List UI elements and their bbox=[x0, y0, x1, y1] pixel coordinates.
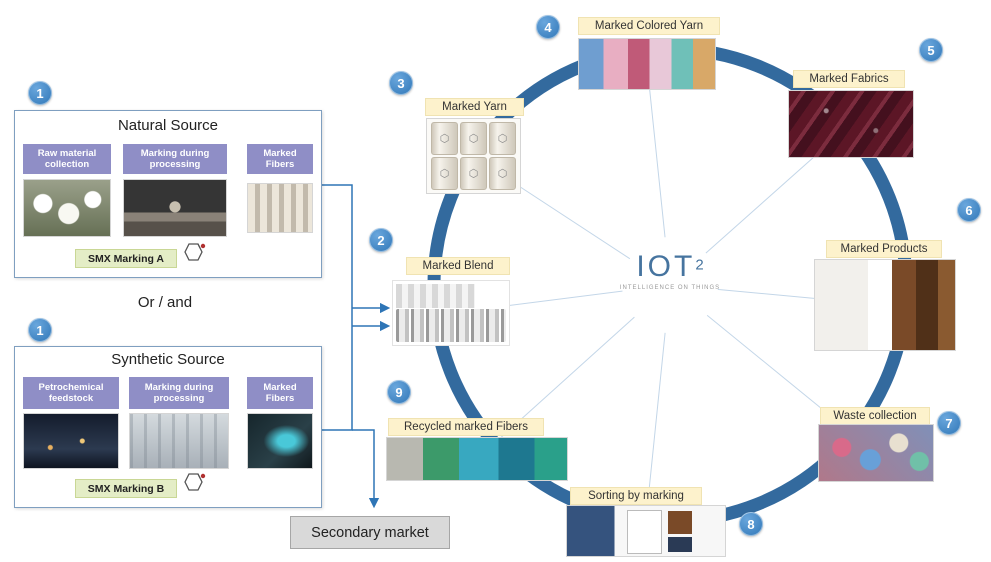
petrochemical-photo bbox=[23, 413, 119, 469]
step-raw-material: Raw material collection bbox=[23, 144, 111, 174]
secondary-market-arrow bbox=[352, 429, 380, 509]
center-mask bbox=[622, 237, 718, 333]
sorted-shorts-art bbox=[668, 536, 692, 552]
yarn-spools: ⬡ ⬡ ⬡ ⬡ ⬡ ⬡ bbox=[427, 119, 520, 193]
marked-colored-yarn-photo bbox=[578, 38, 716, 90]
node-label-waste-collection: Waste collection bbox=[820, 407, 930, 425]
step-synthetic-marked-fibers: Marked Fibers bbox=[247, 377, 313, 409]
node-label-sorting: Sorting by marking bbox=[570, 487, 702, 505]
natural-fibers-photo bbox=[247, 183, 313, 233]
node-label-recycled-fibers: Recycled marked Fibers bbox=[388, 418, 544, 436]
node-label-marked-yarn: Marked Yarn bbox=[425, 98, 524, 116]
natural-source-box: Natural Source Raw material collection M… bbox=[14, 110, 322, 278]
or-and-text: Or / and bbox=[137, 294, 193, 311]
yarn-spool-molecule-icon: ⬡ bbox=[489, 122, 516, 155]
source-connector-line bbox=[322, 184, 353, 431]
node-label-marked-fabrics: Marked Fabrics bbox=[793, 70, 905, 88]
step-natural-marking: Marking during processing bbox=[123, 144, 227, 174]
node-number-recycled-fibers: 9 bbox=[387, 380, 411, 404]
node-number-marked-products: 6 bbox=[957, 198, 981, 222]
sorted-dress-art bbox=[627, 510, 663, 554]
synthetic-source-title: Synthetic Source bbox=[111, 351, 225, 368]
step-natural-marked-fibers: Marked Fibers bbox=[247, 144, 313, 174]
iot2-logo: IOT2 INTELLIGENCE ON THINGS bbox=[600, 250, 740, 291]
step-petrochemical: Petrochemical feedstock bbox=[23, 377, 119, 409]
secondary-market-box: Secondary market bbox=[290, 516, 450, 549]
node-number-marked-colored-yarn: 4 bbox=[536, 15, 560, 39]
marked-blend-photo bbox=[392, 280, 510, 346]
node-label-marked-blend: Marked Blend bbox=[406, 257, 510, 275]
yarn-spool-molecule-icon: ⬡ bbox=[489, 157, 516, 190]
yarn-spool-molecule-icon: ⬡ bbox=[460, 157, 487, 190]
synthetic-fibers-photo bbox=[247, 413, 313, 469]
iot2-logo-text: IOT bbox=[636, 250, 696, 283]
yarn-spool-molecule-icon: ⬡ bbox=[460, 122, 487, 155]
node-label-marked-products: Marked Products bbox=[826, 240, 942, 258]
node-number-marked-yarn: 3 bbox=[389, 71, 413, 95]
synthetic-source-box: Synthetic Source Petrochemical feedstock… bbox=[14, 346, 322, 508]
yarn-spool-molecule-icon: ⬡ bbox=[431, 122, 458, 155]
node-number-marked-fabrics: 5 bbox=[919, 38, 943, 62]
sorting-photo bbox=[566, 505, 726, 557]
node-number-sorting: 8 bbox=[739, 512, 763, 536]
recycled-fibers-photo bbox=[386, 437, 568, 481]
step-synthetic-marking: Marking during processing bbox=[129, 377, 229, 409]
smx-marking-a-label: SMX Marking A bbox=[75, 249, 177, 268]
smx-marking-b-label: SMX Marking B bbox=[75, 479, 177, 498]
marked-yarn-photo: ⬡ ⬡ ⬡ ⬡ ⬡ ⬡ bbox=[426, 118, 521, 194]
marked-products-photo bbox=[814, 259, 956, 351]
iot2-logo-sup: 2 bbox=[695, 256, 704, 274]
synthetic-processing-photo bbox=[129, 413, 229, 469]
natural-source-title: Natural Source bbox=[117, 117, 219, 134]
iot2-tagline: INTELLIGENCE ON THINGS bbox=[619, 285, 721, 291]
node-number-waste-collection: 7 bbox=[937, 411, 961, 435]
blend-cylinders-art bbox=[396, 309, 506, 343]
natural-processing-photo bbox=[123, 179, 227, 237]
yarn-spool-molecule-icon: ⬡ bbox=[431, 157, 458, 190]
molecule-icon bbox=[184, 473, 206, 491]
cotton-photo bbox=[23, 179, 111, 237]
node-label-marked-colored-yarn: Marked Colored Yarn bbox=[578, 17, 720, 35]
waste-collection-photo bbox=[818, 424, 934, 482]
sorted-jacket-art bbox=[668, 511, 692, 534]
natural-source-number: 1 bbox=[28, 81, 52, 105]
blend-machines-art bbox=[396, 283, 476, 308]
marked-fabrics-photo bbox=[788, 90, 914, 158]
molecule-icon bbox=[184, 243, 206, 261]
synthetic-source-number: 1 bbox=[28, 318, 52, 342]
node-number-marked-blend: 2 bbox=[369, 228, 393, 252]
